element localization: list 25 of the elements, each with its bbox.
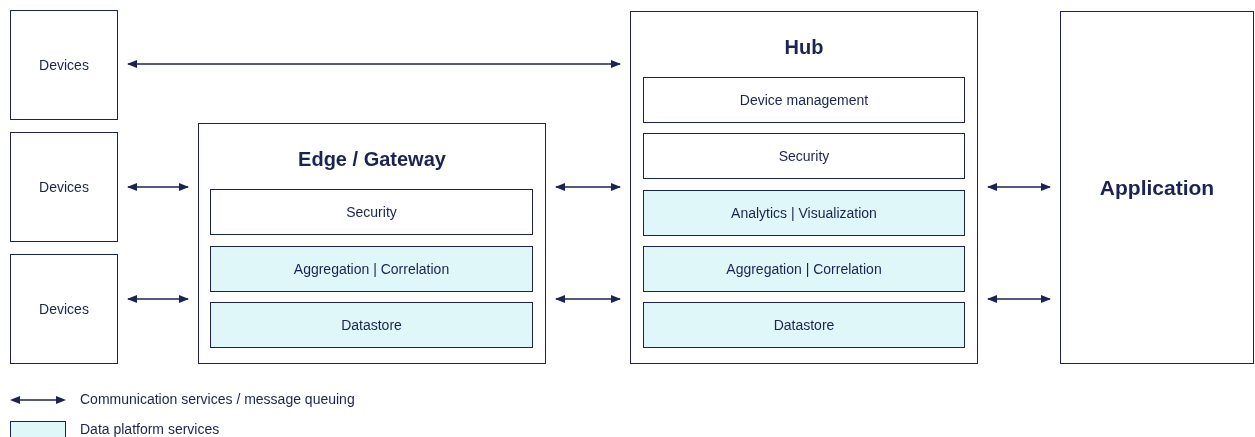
- double-arrow: [555, 295, 621, 303]
- component-box: Devices: [10, 254, 118, 364]
- application-box: Application: [1060, 11, 1254, 364]
- data-service-box: Datastore: [210, 302, 533, 348]
- data-service-box: Aggregation | Correlation: [643, 246, 965, 292]
- component-box: Devices: [10, 132, 118, 242]
- double-arrow: [987, 295, 1051, 303]
- data-service-box: Aggregation | Correlation: [210, 246, 533, 292]
- component-box: Device management: [643, 77, 965, 123]
- box-heading: Hub: [783, 35, 825, 60]
- component-box: Security: [643, 133, 965, 179]
- double-arrow: [127, 183, 189, 191]
- data-service-box: Analytics | Visualization: [643, 190, 965, 236]
- legend-text: Data platform services: [80, 420, 220, 437]
- double-arrow: [127, 60, 621, 68]
- component-box: Devices: [10, 10, 118, 120]
- legend-text: Communication services / message queuing: [80, 390, 355, 409]
- double-arrow: [555, 183, 621, 191]
- box-heading: Edge / Gateway: [297, 147, 447, 172]
- container-box: [630, 11, 978, 364]
- double-arrow: [127, 295, 189, 303]
- double-arrow: [987, 183, 1051, 191]
- component-box: Security: [210, 189, 533, 235]
- container-box: [198, 123, 546, 364]
- data-service-box: Datastore: [643, 302, 965, 348]
